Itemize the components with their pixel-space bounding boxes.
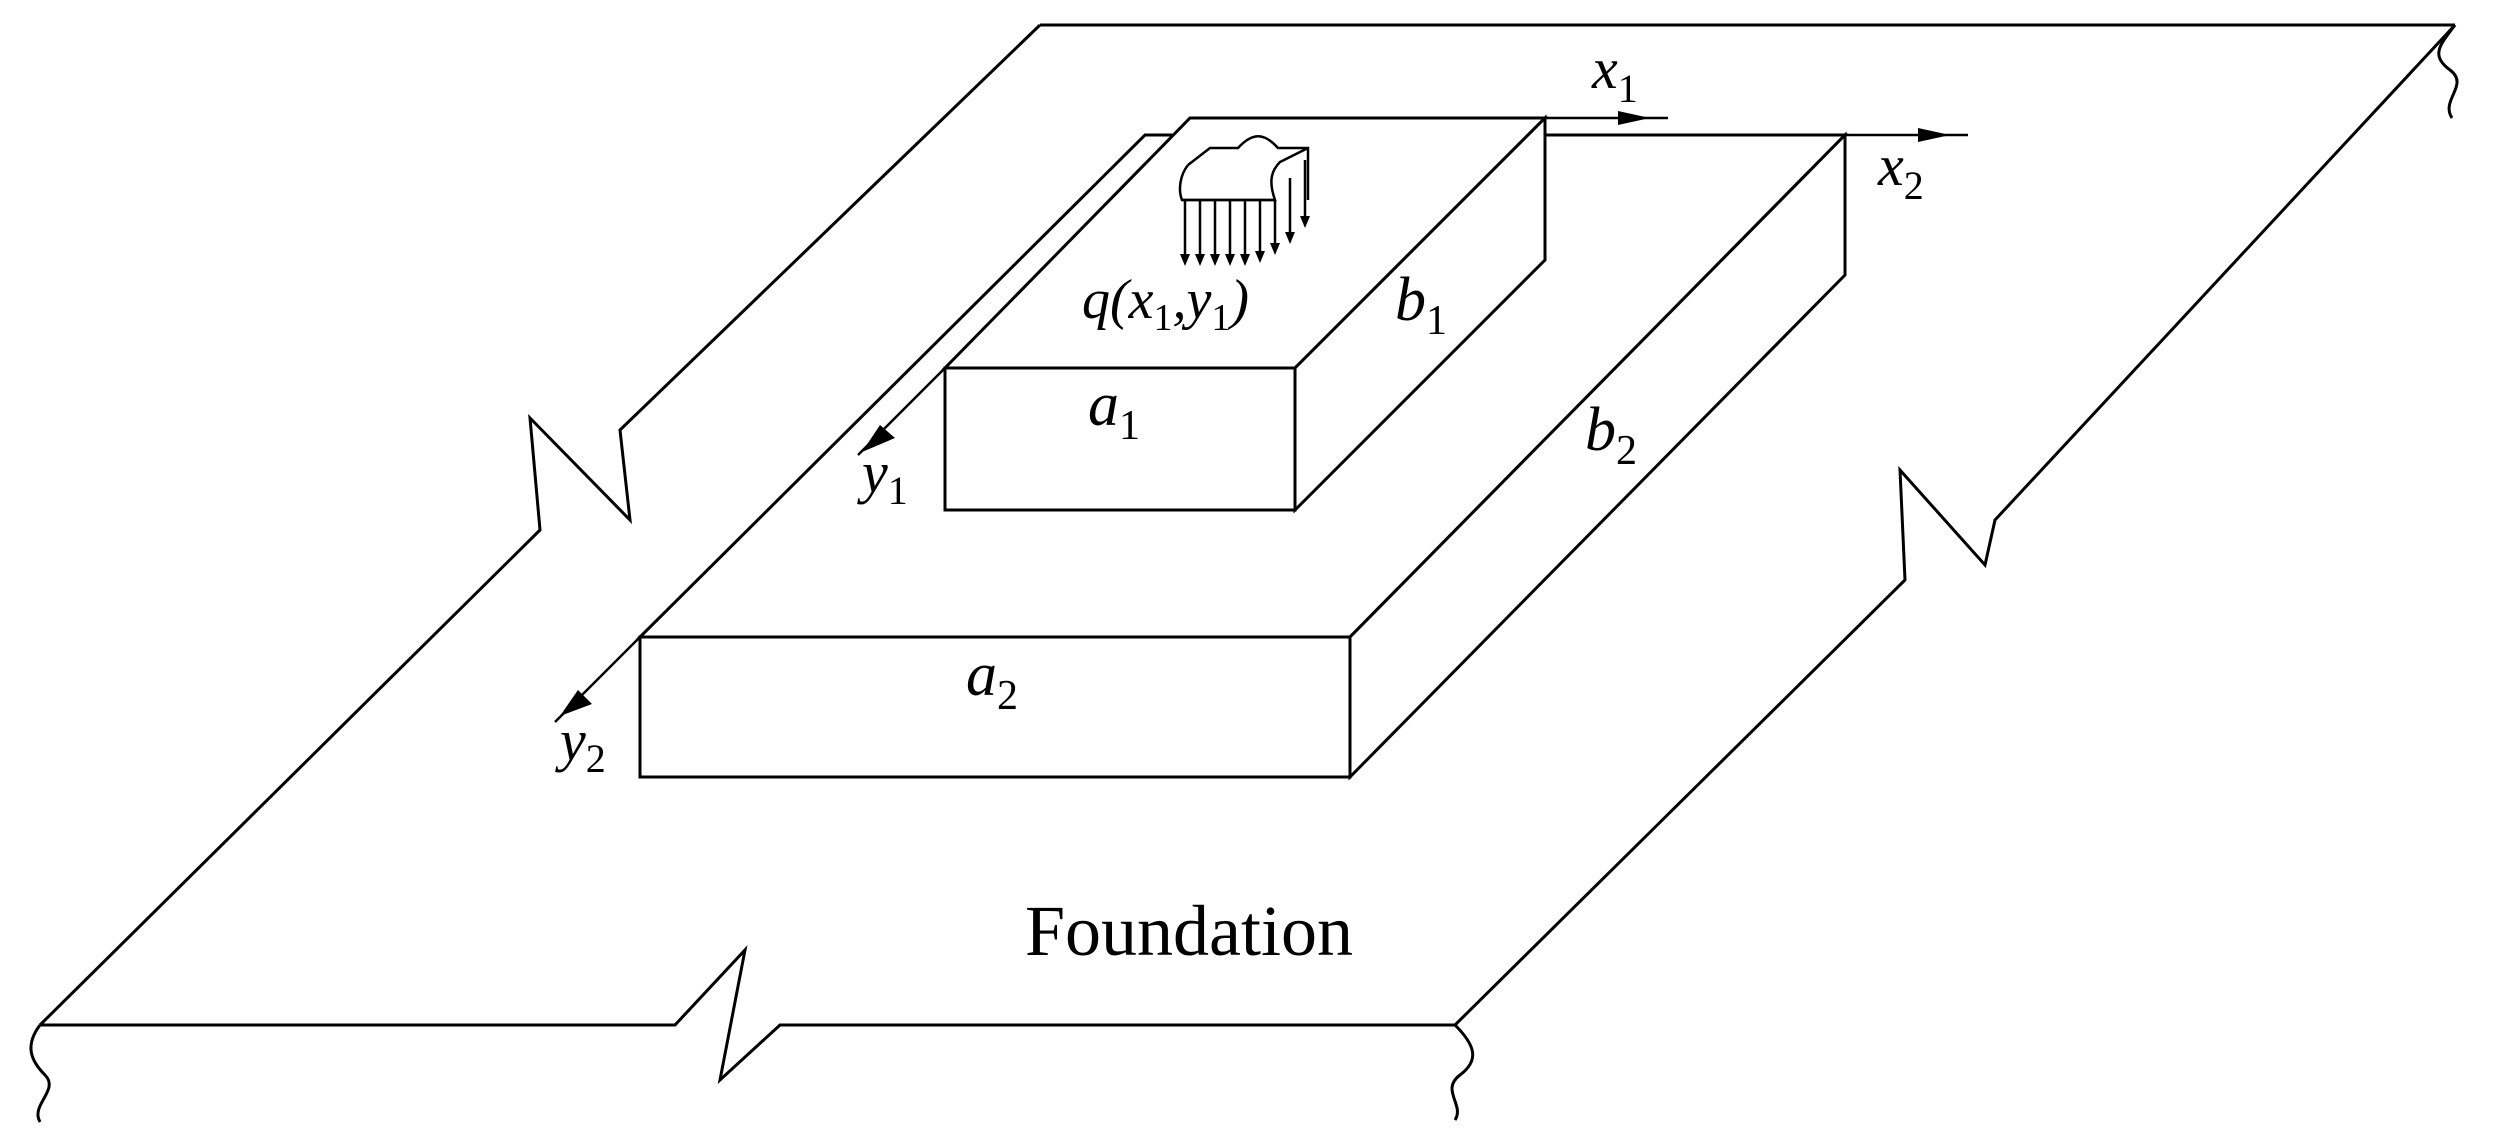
label-b1: b1 — [1395, 266, 1447, 344]
foundation-left-edge — [38, 23, 1042, 1027]
axis-y2-arrowhead — [560, 690, 592, 716]
label-b2: b2 — [1585, 396, 1637, 474]
label-x2: x2 — [1877, 133, 1924, 208]
foundation-bottom-edge — [40, 945, 1455, 1085]
axis-y1-arrowhead — [862, 425, 895, 452]
label-a2: a2 — [966, 641, 1018, 719]
distributed-load-icon — [1178, 135, 1310, 266]
axis-x2-arrowhead — [1918, 128, 1950, 142]
upper-block-front-face — [943, 366, 1297, 512]
foundation-plate — [29, 23, 2459, 1123]
axis-y2 — [554, 636, 641, 723]
foundation-bottom-right-break — [1450, 1023, 1475, 1121]
label-y1: y1 — [857, 440, 908, 513]
axis-x2 — [1845, 128, 1968, 142]
label-x1: x1 — [1591, 36, 1638, 111]
label-load: q(x1,y1) — [1082, 269, 1249, 339]
label-a1: a1 — [1088, 371, 1140, 449]
foundation-right-break — [2437, 24, 2459, 119]
load-profile-top — [1187, 135, 1310, 200]
foundation-left-break — [29, 1024, 51, 1123]
label-foundation: Foundation — [1025, 891, 1353, 971]
label-y2: y2 — [555, 708, 606, 781]
lower-block-front-face — [638, 635, 1352, 779]
axis-x1 — [1545, 111, 1668, 125]
foundation-right-edge — [1453, 23, 2457, 1027]
axis-x1-arrowhead — [1618, 111, 1650, 125]
load-arrows — [1180, 160, 1310, 266]
axis-y1 — [857, 367, 946, 456]
